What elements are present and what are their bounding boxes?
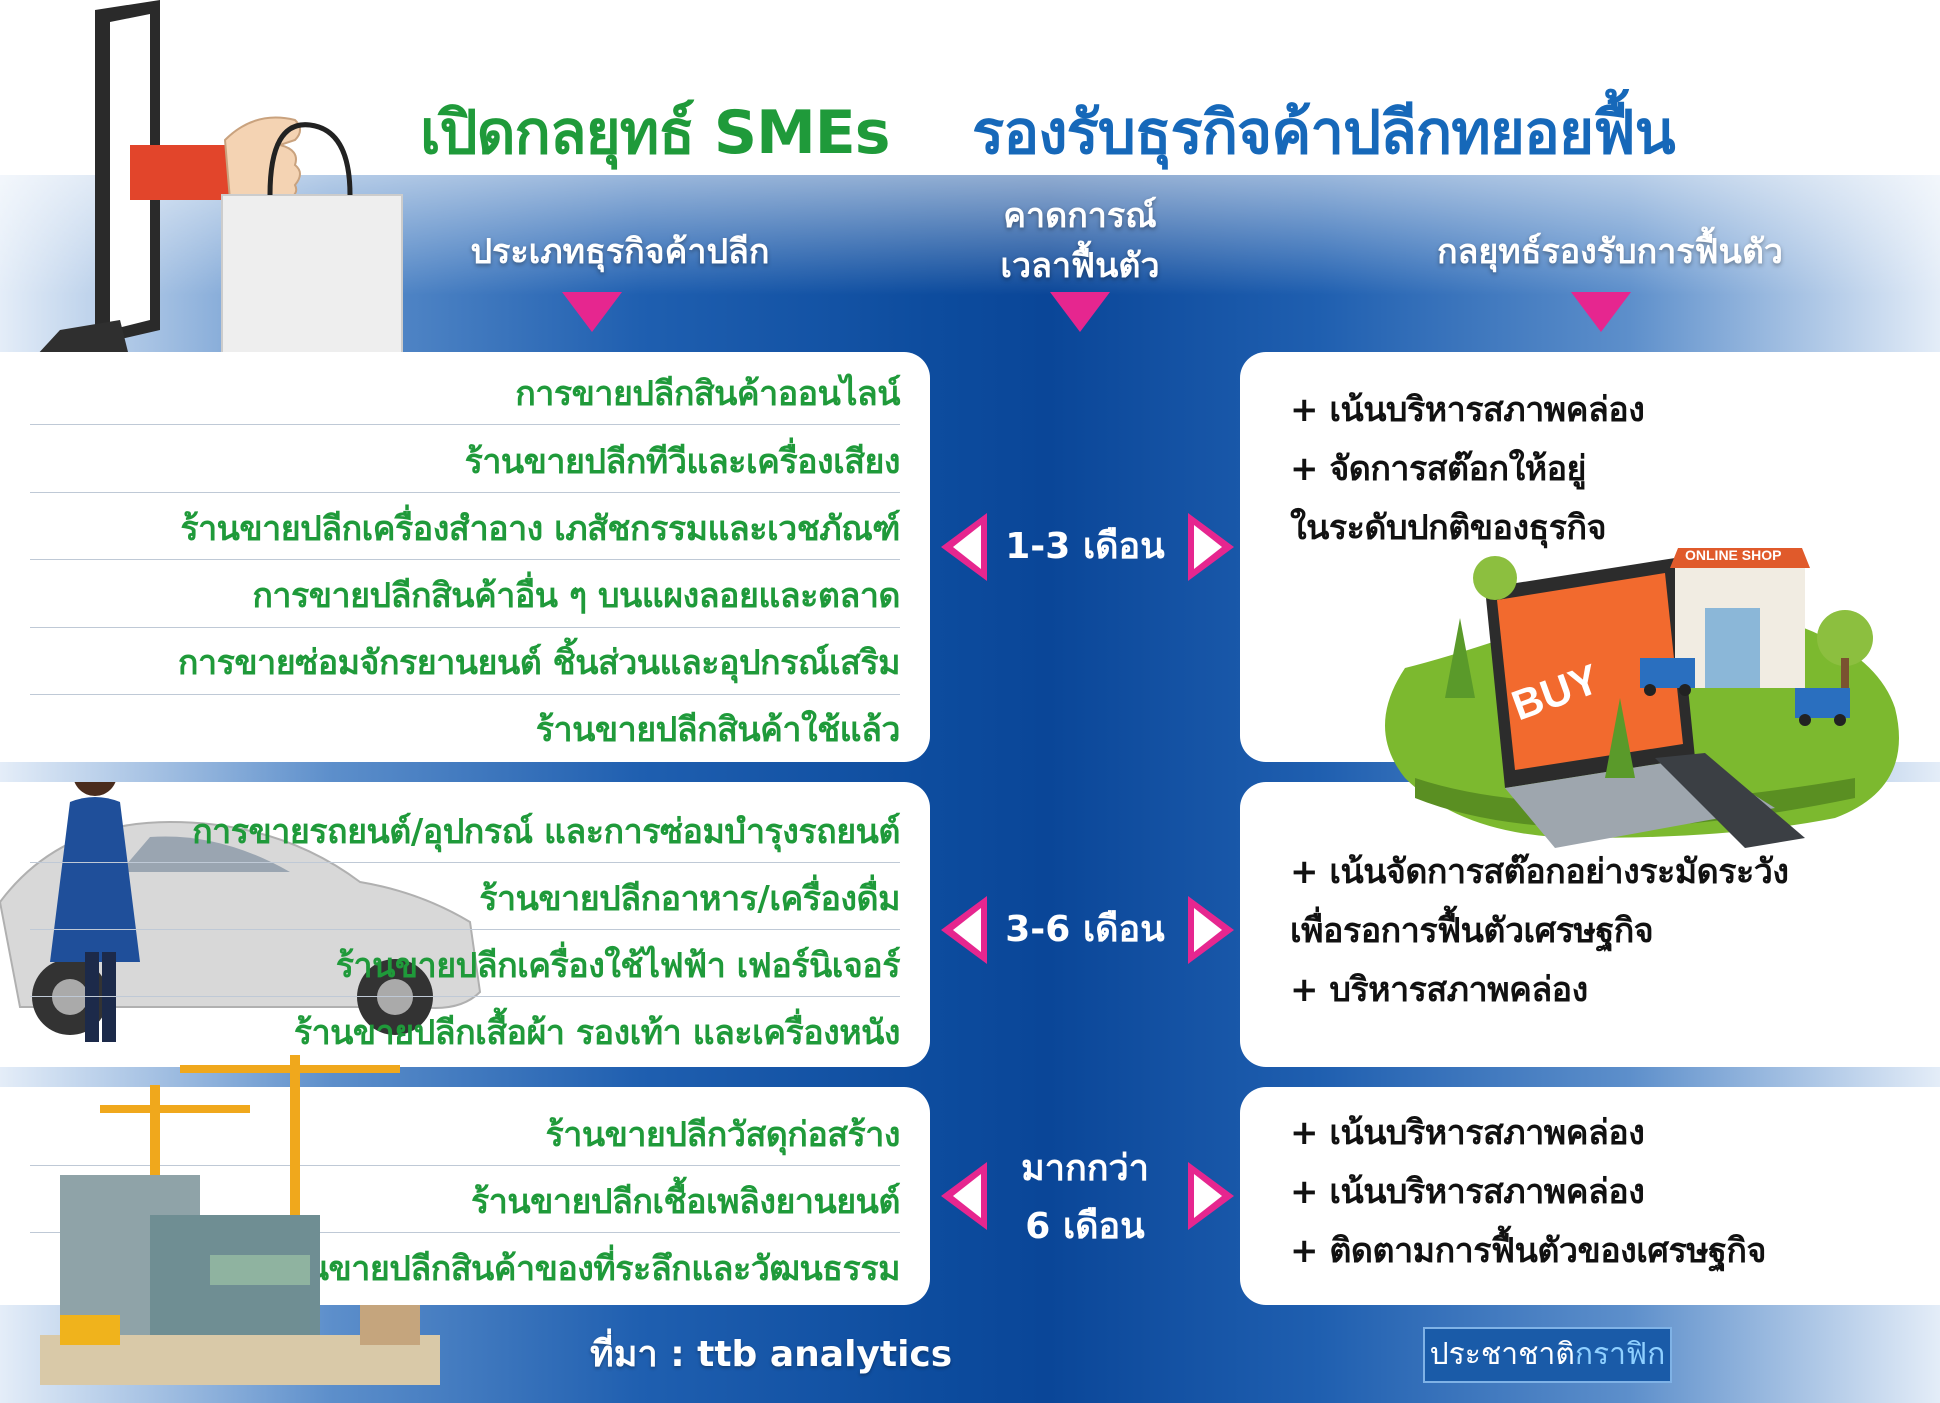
- header-timeline-line2: เวลาฟื้นตัว: [1000, 246, 1160, 286]
- business-item: ร้านขายปลีกสินค้าใช้แล้ว: [535, 710, 901, 750]
- row-divider: [30, 929, 900, 930]
- business-types-arrow-icon: [562, 292, 622, 332]
- business-item: การขายปลีกสินค้าออนไลน์: [515, 374, 900, 414]
- row-divider: [30, 1165, 900, 1166]
- strategy-item: เพื่อรอการฟื้นตัวเศรษฐกิจ: [1290, 911, 1654, 951]
- business-card-group-2: การขายรถยนต์/อุปกรณ์ และการซ่อมบำรุงรถยน…: [0, 782, 930, 1067]
- timeline-over-6-months: มากกว่า 6 เดือน: [990, 1140, 1180, 1256]
- business-item: ร้านขายปลีกทีวีและเครื่องเสียง: [464, 442, 901, 482]
- source-credit: ที่มา : ttb analytics: [590, 1334, 953, 1375]
- timeline-1-3-months: 1-3 เดือน: [990, 518, 1180, 576]
- title-part1: เปิดกลยุทธ์ SMEs: [420, 98, 890, 168]
- strategy-item: ในระดับปกติของธุรกิจ: [1290, 508, 1607, 548]
- shop-sign-text: ONLINE SHOP: [1685, 548, 1781, 563]
- strategy-item: + เน้นบริหารสภาพคล่อง: [1290, 1172, 1645, 1212]
- strategy-item: + เน้นบริหารสภาพคล่อง: [1290, 1113, 1645, 1153]
- logo-part1: ประชาชาติ: [1429, 1337, 1575, 1372]
- strategy-item: + เน้นบริหารสภาพคล่อง: [1290, 390, 1645, 430]
- business-item: การขายปลีกสินค้าอื่น ๆ บนแผงลอยและตลาด: [252, 576, 900, 616]
- row-divider: [30, 627, 900, 628]
- timeline-label: 3-6 เดือน: [1005, 909, 1165, 950]
- row-divider: [30, 996, 900, 997]
- left-arrow-icon: [941, 513, 987, 581]
- car-and-woman-illustration: [0, 782, 482, 1042]
- header-timeline-line1: คาดการณ์: [1003, 196, 1157, 236]
- business-card-group-1: การขายปลีกสินค้าออนไลน์ ร้านขายปลีกทีวีแ…: [0, 352, 930, 762]
- right-arrow-icon: [1188, 896, 1234, 964]
- prachachat-graphic-logo: ประชาชาติกราฟิก: [1423, 1327, 1672, 1383]
- business-item: การขายซ่อมจักรยานยนต์ ชิ้นส่วนและอุปกรณ์…: [177, 643, 901, 683]
- timeline-label: 1-3 เดือน: [1005, 526, 1165, 567]
- row-divider: [30, 492, 900, 493]
- strategy-item: + ติดตามการฟื้นตัวของเศรษฐกิจ: [1290, 1231, 1766, 1271]
- header-business-types: ประเภทธุรกิจค้าปลีก: [470, 232, 770, 272]
- header-strategies: กลยุทธ์รองรับการฟื้นตัว: [1436, 232, 1784, 272]
- strategy-card-group-3: + เน้นบริหารสภาพคล่อง + เน้นบริหารสภาพคล…: [1240, 1087, 1940, 1305]
- right-arrow-icon: [1188, 513, 1234, 581]
- online-shop-laptop-illustration: BUY ONLINE SHOP: [1385, 548, 1899, 848]
- title-part2: รองรับธุรกิจค้าปลีกทยอยฟื้น: [972, 98, 1676, 168]
- row-divider: [30, 1232, 900, 1233]
- construction-illustration: [40, 1055, 440, 1385]
- strategies-arrow-icon: [1571, 292, 1631, 332]
- row-divider: [30, 559, 900, 560]
- business-item: ร้านขายปลีกสินค้าของที่ระลึกและวัฒนธรรม: [269, 1249, 900, 1289]
- business-item: ร้านขายปลีกอาหาร/เครื่องดื่ม: [479, 879, 900, 919]
- business-item: ร้านขายปลีกเสื้อผ้า รองเท้า และเครื่องหน…: [293, 1013, 901, 1053]
- business-item: ร้านขายปลีกเครื่องใช้ไฟฟ้า เฟอร์นิเจอร์: [335, 946, 901, 986]
- row-divider: [30, 694, 900, 695]
- business-item: การขายรถยนต์/อุปกรณ์ และการซ่อมบำรุงรถยน…: [192, 812, 900, 852]
- online-shopping-illustration: [0, 0, 403, 400]
- row-divider: [30, 862, 900, 863]
- business-item: ร้านขายปลีกเครื่องสำอาง เภสัชกรรมและเวชภ…: [180, 509, 900, 549]
- left-arrow-icon: [941, 896, 987, 964]
- right-arrow-icon: [1188, 1162, 1234, 1230]
- business-item: ร้านขายปลีกวัสดุก่อสร้าง: [545, 1115, 901, 1155]
- timeline-label: 6 เดือน: [1025, 1206, 1145, 1247]
- business-item: ร้านขายปลีกเชื้อเพลิงยานยนต์: [471, 1182, 900, 1222]
- strategy-item: + บริหารสภาพคล่อง: [1290, 970, 1588, 1010]
- timeline-3-6-months: 3-6 เดือน: [990, 901, 1180, 959]
- timeline-arrow-icon: [1050, 292, 1110, 332]
- strategy-item: + จัดการสต๊อกให้อยู่: [1290, 449, 1586, 489]
- logo-part2: กราฟิก: [1574, 1337, 1666, 1372]
- row-divider: [30, 424, 900, 425]
- strategy-item: + เน้นจัดการสต๊อกอย่างระมัดระวัง: [1290, 852, 1789, 892]
- timeline-label: มากกว่า: [1021, 1148, 1149, 1189]
- left-arrow-icon: [941, 1162, 987, 1230]
